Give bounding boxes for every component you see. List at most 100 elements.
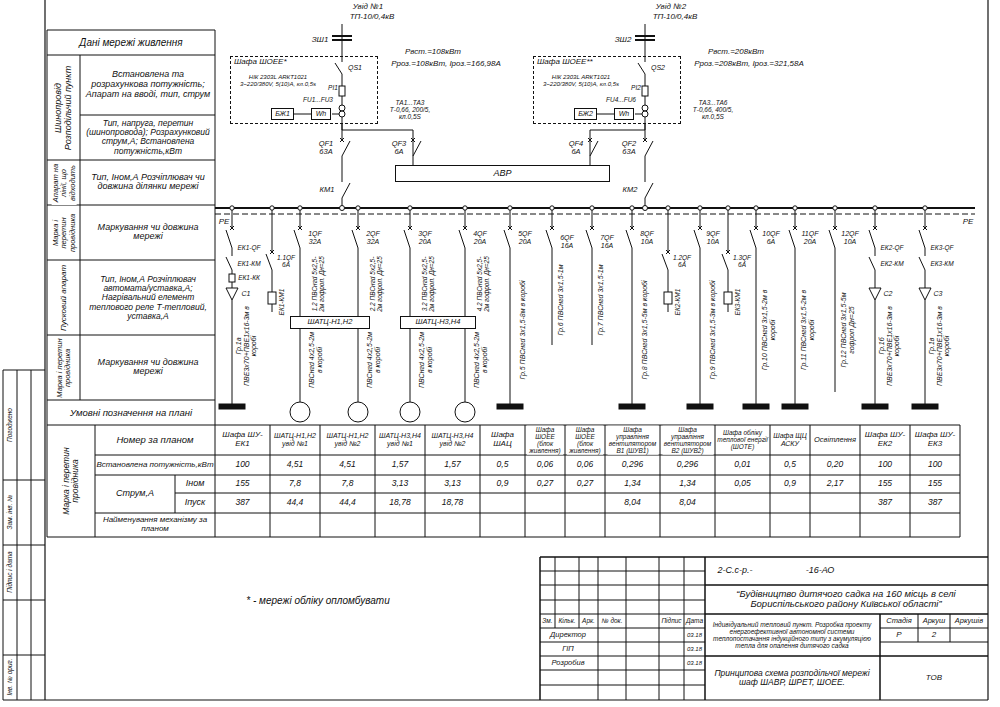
bus-terminal bbox=[270, 206, 274, 210]
feeder-wire bbox=[875, 300, 876, 404]
load-bar bbox=[862, 404, 888, 409]
table-line bbox=[47, 30, 48, 537]
feeder-wire bbox=[700, 209, 701, 228]
current-transformer bbox=[642, 105, 648, 111]
feeder-wire bbox=[358, 209, 359, 228]
label-text: ТА1...ТА3 Т-0,66, 200/5, кл.0,5S bbox=[385, 99, 435, 120]
power-block-box: БЖ1 bbox=[271, 108, 294, 120]
table-line bbox=[270, 425, 271, 537]
label-text: 8QF 10А bbox=[635, 230, 659, 245]
feeder-wire bbox=[925, 300, 926, 404]
title-line bbox=[540, 670, 705, 671]
current-transformer bbox=[339, 105, 345, 111]
stamp-line bbox=[17, 370, 18, 700]
title-line bbox=[540, 600, 705, 601]
feeder-wire bbox=[342, 156, 343, 182]
label-text: Дата bbox=[686, 617, 703, 624]
relay-coil bbox=[724, 292, 732, 304]
table-line bbox=[525, 425, 526, 537]
label-text: 03.18 bbox=[687, 646, 702, 653]
label-text: Аркушів bbox=[955, 617, 983, 625]
label-text: 0,5 bbox=[784, 460, 796, 469]
breaker-mark bbox=[630, 226, 634, 230]
title-line bbox=[705, 613, 988, 615]
label-text: Iпуск bbox=[185, 498, 206, 508]
title-line bbox=[598, 557, 599, 700]
vertical-label: Гр.12 ПВСнгd 3х1,5-5м гофроп Дн=25 bbox=[840, 280, 855, 380]
title-line bbox=[918, 614, 919, 642]
heater-symbol bbox=[226, 288, 238, 300]
stamp-line bbox=[3, 480, 45, 481]
feeder-wire bbox=[875, 270, 876, 288]
frame-line bbox=[987, 0, 988, 700]
switch-blade bbox=[645, 141, 653, 156]
label-text: Р bbox=[896, 631, 901, 640]
breaker-mark bbox=[754, 226, 758, 230]
vertical-label: Гр.7 ПВСнгd 3х1,5-1м bbox=[597, 264, 605, 335]
feeder-wire bbox=[728, 209, 729, 252]
vertical-label: Марка і перетин провідника bbox=[62, 431, 81, 531]
switch-blade bbox=[413, 141, 421, 156]
feeder-wire bbox=[300, 209, 301, 228]
label-text: 1,34 bbox=[679, 479, 696, 488]
breaker-mark bbox=[463, 226, 467, 230]
label-text: Стадія bbox=[886, 617, 912, 625]
label-text: 44,4 bbox=[287, 498, 304, 507]
label-text: 387 bbox=[878, 498, 892, 507]
vertical-label: Гр.9 ПВСнгd 3х1,5-3м в коробі bbox=[709, 280, 717, 380]
label-text: QS1 bbox=[348, 64, 362, 72]
feeder-wire bbox=[410, 329, 411, 402]
label-text: Рроз.=108кВт, Iроз.=166,98А bbox=[391, 60, 501, 69]
breaker-mark bbox=[630, 226, 634, 230]
table-line bbox=[47, 30, 215, 31]
table-line bbox=[660, 425, 661, 537]
label-text: “Будівництво дитячого садка на 160 місць… bbox=[711, 589, 981, 610]
vertical-label: Гр.1б ПВЕ3х70+ПВЕ1х16-3м в коробі bbox=[878, 304, 901, 388]
label-text: 0,06 bbox=[537, 460, 554, 469]
label-text: ЕК2-КМ bbox=[880, 260, 903, 267]
breaker-blade bbox=[869, 230, 875, 248]
title-line bbox=[684, 557, 685, 700]
title-line bbox=[880, 642, 988, 643]
breaker-mark bbox=[356, 226, 360, 230]
label-text: 1.1QF 6А bbox=[275, 254, 297, 268]
label-text: QF1 63А bbox=[315, 140, 337, 157]
feeder-wire bbox=[632, 209, 633, 228]
feeder-wire bbox=[272, 209, 273, 252]
feeder-wire bbox=[552, 209, 553, 228]
box-text: БЖ2 bbox=[578, 110, 593, 118]
label-text: 1,34 bbox=[624, 479, 641, 488]
title-line bbox=[540, 585, 705, 586]
table-line bbox=[425, 425, 426, 537]
label-text: 0,20 bbox=[827, 460, 844, 469]
label-text: Умовні позначення на плані bbox=[70, 407, 192, 417]
vertical-label: Апарат на лінії, що відходить bbox=[51, 161, 76, 205]
table-line bbox=[960, 425, 961, 537]
table-line bbox=[95, 475, 960, 476]
label-text: 8,04 bbox=[624, 498, 641, 507]
relay-coil bbox=[268, 292, 276, 304]
title-line bbox=[880, 628, 988, 629]
box-text: Шафа ШОЕЕ** bbox=[537, 58, 677, 67]
load-bar bbox=[912, 404, 938, 409]
vertical-label: Гр.5 ПВСнгd 3х1,5-8м в коробі bbox=[519, 280, 527, 380]
breaker-mark bbox=[340, 138, 344, 142]
label-text: Шафа ШАЦ bbox=[482, 431, 523, 449]
breaker-blade bbox=[586, 230, 592, 248]
feeder-wire bbox=[668, 304, 669, 312]
table-line bbox=[605, 425, 606, 537]
heat-pump-symbol bbox=[455, 402, 475, 422]
breaker-blade bbox=[294, 230, 300, 248]
breaker-mark bbox=[923, 226, 927, 230]
label-text: -16-АО bbox=[806, 566, 835, 576]
bus-terminal bbox=[643, 206, 648, 211]
feeder-wire bbox=[728, 270, 729, 292]
label-text: ШАТЦ-Н3,Н4 увід №2 bbox=[427, 432, 478, 447]
label-text: 11QF 20А bbox=[798, 230, 822, 245]
label-text: Тип, Iном,А Розчіплювач чи довжина ділян… bbox=[83, 173, 213, 193]
breaker-blade bbox=[226, 230, 232, 248]
feeder-wire bbox=[510, 209, 511, 228]
vertical-label: ЕК3-КМ1 bbox=[734, 289, 741, 316]
label-text: Зм. bbox=[542, 617, 552, 624]
label-text: 7QF 16А bbox=[595, 234, 619, 249]
